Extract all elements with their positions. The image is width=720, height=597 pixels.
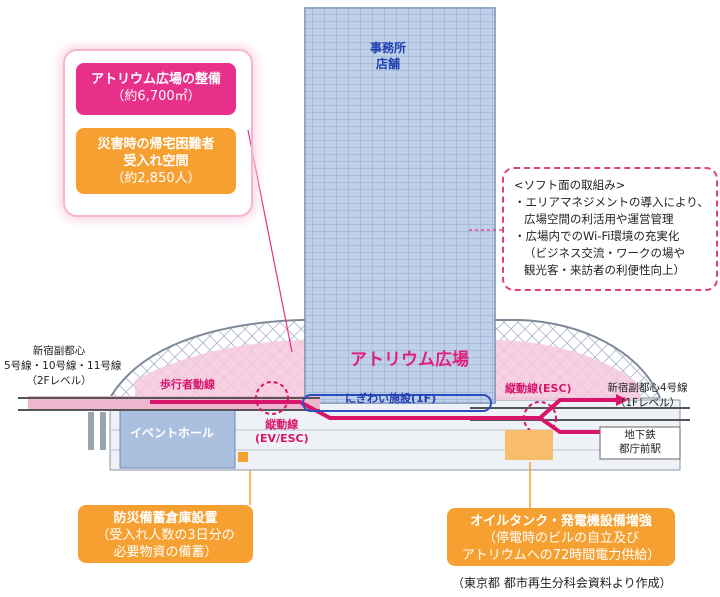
soft-measures-line: （ビジネス交流・ワークの場や bbox=[524, 246, 685, 260]
left-line-label-1: 新宿副都心 bbox=[32, 345, 86, 357]
vertical-ev-label: 縦動線 (EV/ESC) bbox=[255, 418, 309, 446]
station-box bbox=[599, 426, 681, 460]
atrium-callout-title: アトリウム広場の整備 bbox=[90, 72, 221, 87]
storage-marker bbox=[238, 452, 248, 462]
vertical-esc-label: 縦動線(ESC) bbox=[505, 382, 572, 395]
refugee-callout-detail: （約2,850人） bbox=[111, 171, 201, 186]
vertical-ev-label-1: 縦動線 bbox=[265, 418, 299, 431]
soft-measures-line: ・エリアマネジメントの導入により、 bbox=[514, 195, 709, 209]
tower-label: 事務所 店舗 bbox=[370, 41, 407, 71]
source-credit: （東京都 都市再生分科会資料より作成） bbox=[452, 576, 672, 590]
soft-measures-heading: <ソフト面の取組み> bbox=[514, 178, 626, 192]
oil-callout: オイルタンク・発電機設備増強 （停電時のビルの自立及び アトリウムへの72時間電… bbox=[447, 508, 675, 566]
flow-line bbox=[150, 400, 610, 434]
oil-callout-detail1: （停電時のビルの自立及び bbox=[482, 531, 639, 546]
oil-callout-detail2: アトリウムへの72時間電力供給） bbox=[461, 548, 661, 563]
nigiwai-label: にぎわい施設(1F) bbox=[345, 392, 437, 405]
storage-callout-detail1: （受入れ人数の3日分の bbox=[96, 528, 235, 543]
refugee-callout-title2: 受入れ空間 bbox=[123, 154, 189, 169]
nigiwai-outline bbox=[302, 394, 492, 412]
station-label: 地下鉄 都庁前駅 bbox=[600, 428, 680, 456]
storage-callout-detail2: 必要物資の備蓄） bbox=[113, 545, 218, 560]
atrium-callout: アトリウム広場の整備 （約6,700㎡） bbox=[76, 63, 236, 115]
left-line-label-3: （2Fレベル） bbox=[26, 375, 92, 387]
soft-measures-box: <ソフト面の取組み> ・エリアマネジメントの導入により、 広場空間の利活用や運営… bbox=[502, 167, 718, 291]
callout-glow bbox=[63, 49, 253, 217]
soft-measures-line: ・広場内でのWi-Fi環境の充実化 bbox=[514, 229, 680, 243]
refugee-callout-title1: 災害時の帰宅困難者 bbox=[97, 137, 215, 152]
atrium-callout-detail: （約6,700㎡） bbox=[111, 89, 201, 104]
storage-callout: 防災備蓄倉庫設置 （受入れ人数の3日分の 必要物資の備蓄） bbox=[78, 505, 253, 563]
station-label-1: 地下鉄 bbox=[624, 429, 656, 441]
generator-marker bbox=[505, 430, 553, 460]
refugee-callout: 災害時の帰宅困難者 受入れ空間 （約2,850人） bbox=[76, 128, 236, 194]
left-line-label: 新宿副都心 5号線・10号線・11号線 （2Fレベル） bbox=[4, 343, 122, 388]
right-line-label-1: 新宿副都心4号線 bbox=[607, 382, 688, 394]
tower bbox=[304, 7, 496, 404]
right-line-label: 新宿副都心4号線 （1Fレベル） bbox=[590, 380, 705, 410]
event-hall-label: イベントホール bbox=[130, 426, 215, 440]
atrium-plaza-label: アトリウム広場 bbox=[350, 350, 469, 370]
storage-callout-title: 防災備蓄倉庫設置 bbox=[113, 511, 218, 526]
soft-measures-line: 広場空間の利活用や運営管理 bbox=[524, 212, 674, 226]
vertical-ev-label-2: (EV/ESC) bbox=[255, 432, 309, 445]
oil-callout-title: オイルタンク・発電機設備増強 bbox=[470, 514, 652, 529]
pedestrian-flow-label: 歩行者動線 bbox=[160, 378, 215, 391]
left-line-label-2: 5号線・10号線・11号線 bbox=[4, 360, 122, 372]
soft-measures-line: 観光客・来訪者の利便性向上） bbox=[524, 263, 685, 277]
right-line-label-2: （1Fレベル） bbox=[614, 397, 681, 409]
station-label-2: 都庁前駅 bbox=[619, 443, 661, 455]
